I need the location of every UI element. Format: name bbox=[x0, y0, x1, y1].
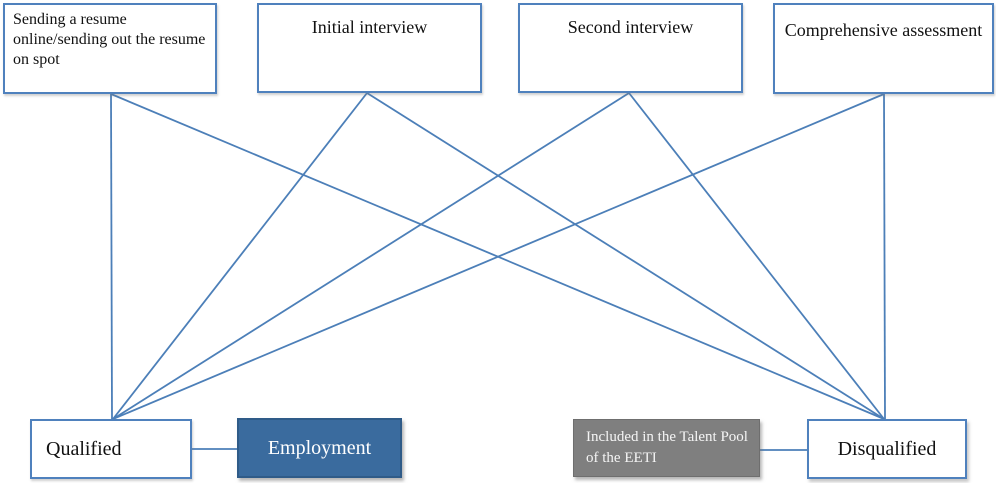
connector-comprehensive-to-qualified bbox=[112, 93, 885, 420]
stage-box-comprehensive-assessment: Comprehensive assessment bbox=[773, 3, 994, 94]
stage-label-initial-interview: Initial interview bbox=[311, 17, 428, 37]
outcome-box-talent-pool: Included in the Talent Pool of the EETI bbox=[573, 419, 760, 477]
outcome-label-qualified: Qualified bbox=[46, 437, 122, 460]
stage-box-initial-interview: Initial interview bbox=[257, 3, 482, 93]
stage-box-second-interview: Second interview bbox=[518, 3, 743, 93]
outcome-box-qualified: Qualified bbox=[30, 419, 192, 479]
outcome-label-disqualified: Disqualified bbox=[837, 437, 937, 460]
connector-initial-to-qualified bbox=[112, 92, 368, 420]
outcome-label-employment: Employment bbox=[267, 436, 372, 459]
stage-box-resume: Sending a resume online/sending out the … bbox=[3, 3, 217, 94]
connector-resume-to-qualified bbox=[110, 93, 113, 420]
connector-initial-to-disqualified bbox=[366, 92, 885, 420]
stage-label-resume: Sending a resume online/sending out the … bbox=[13, 11, 206, 68]
outcome-label-talent-pool: Included in the Talent Pool of the EETI bbox=[586, 429, 748, 466]
connector-comprehensive-to-disqualified bbox=[883, 93, 886, 420]
outcome-box-disqualified: Disqualified bbox=[807, 419, 967, 479]
stage-label-second-interview: Second interview bbox=[567, 17, 694, 37]
stage-label-comprehensive-assessment: Comprehensive assessment bbox=[784, 20, 983, 40]
connector-resume-to-disqualified bbox=[110, 93, 885, 420]
connector-second-to-disqualified bbox=[628, 92, 885, 420]
connector-second-to-qualified bbox=[112, 92, 630, 420]
outcome-box-employment: Employment bbox=[237, 418, 402, 478]
